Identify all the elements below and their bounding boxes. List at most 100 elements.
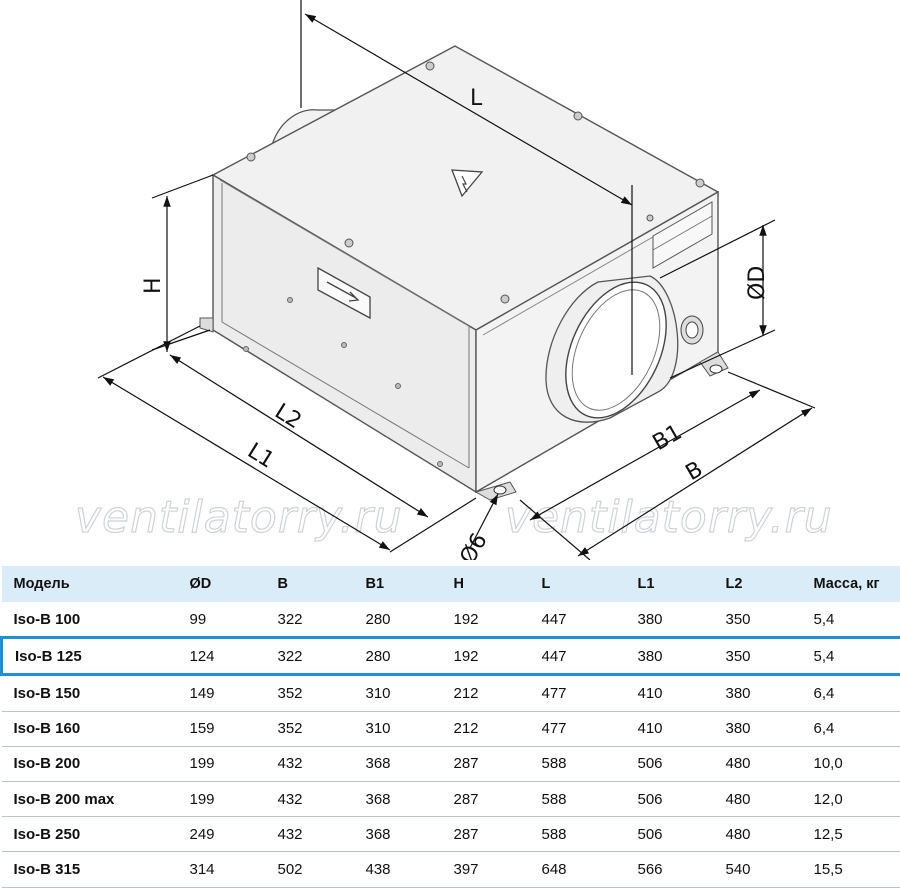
table-cell: 310 [354, 711, 442, 746]
table-cell: 350 [714, 638, 802, 675]
col-header-l2: L2 [714, 566, 802, 602]
spec-table: Модель ØD B B1 H L L1 L2 Масса, кг Iso-B… [0, 566, 900, 888]
cell-model: Iso-B 100 [2, 602, 178, 638]
table-cell: 249 [178, 817, 266, 852]
table-cell: 352 [266, 675, 354, 711]
table-cell: 322 [266, 638, 354, 675]
table-cell: 350 [714, 602, 802, 638]
table-cell: 588 [530, 746, 626, 781]
col-header-l1: L1 [626, 566, 714, 602]
table-cell: 12,5 [802, 817, 900, 852]
table-cell: 280 [354, 638, 442, 675]
table-cell: 506 [626, 781, 714, 816]
cell-model: Iso-B 200 [2, 746, 178, 781]
table-cell: 380 [626, 602, 714, 638]
table-cell: 199 [178, 781, 266, 816]
table-cell: 10,0 [802, 746, 900, 781]
table-cell: 5,4 [802, 602, 900, 638]
table-cell: 432 [266, 817, 354, 852]
table-cell: 588 [530, 781, 626, 816]
table-cell: 6,4 [802, 711, 900, 746]
cell-model: Iso-B 315 [2, 852, 178, 887]
table-cell: 192 [442, 602, 530, 638]
table-cell: 506 [626, 746, 714, 781]
watermark-right: ventilatorry.ru [505, 492, 833, 543]
dim-label-B1: B1 [649, 420, 687, 456]
table-cell: 124 [178, 638, 266, 675]
table-cell: 159 [178, 711, 266, 746]
table-cell: 368 [354, 781, 442, 816]
table-cell: 380 [714, 675, 802, 711]
table-cell: 410 [626, 675, 714, 711]
dim-label-L1: L1 [243, 438, 279, 473]
table-cell: 322 [266, 602, 354, 638]
cell-model: Iso-B 125 [2, 638, 178, 675]
table-cell: 352 [266, 711, 354, 746]
table-cell: 310 [354, 675, 442, 711]
table-cell: 502 [266, 852, 354, 887]
col-header-model: Модель [2, 566, 178, 602]
table-cell: 506 [626, 817, 714, 852]
table-cell: 287 [442, 746, 530, 781]
table-cell: 648 [530, 852, 626, 887]
table-cell: 480 [714, 746, 802, 781]
dim-label-B: B [682, 457, 708, 486]
table-cell: 368 [354, 817, 442, 852]
fan-box-drawing: ventilatorry.ru ventilatorry.ru [0, 0, 900, 560]
dim-label-D: ØD [745, 266, 770, 300]
cable-gland [681, 316, 703, 344]
table-cell: 447 [530, 602, 626, 638]
table-cell: 540 [714, 852, 802, 887]
table-cell: 566 [626, 852, 714, 887]
table-cell: 280 [354, 602, 442, 638]
table-cell: 477 [530, 711, 626, 746]
col-header-b: B [266, 566, 354, 602]
table-cell: 6,4 [802, 675, 900, 711]
table-cell: 447 [530, 638, 626, 675]
cell-model: Iso-B 150 [2, 675, 178, 711]
watermark-left: ventilatorry.ru [75, 492, 403, 543]
col-header-d: ØD [178, 566, 266, 602]
table-cell: 368 [354, 746, 442, 781]
mounting-foot-left [200, 318, 213, 332]
table-cell: 5,4 [802, 638, 900, 675]
table-cell: 438 [354, 852, 442, 887]
table-cell: 380 [626, 638, 714, 675]
table-cell: 314 [178, 852, 266, 887]
table-cell: 212 [442, 675, 530, 711]
col-header-h: H [442, 566, 530, 602]
table-cell: 199 [178, 746, 266, 781]
cell-model: Iso-B 200 max [2, 781, 178, 816]
technical-drawing: ventilatorry.ru ventilatorry.ru [0, 0, 900, 560]
dim-label-H: H [141, 277, 166, 294]
dim-label-L: L [470, 86, 483, 111]
table-cell: 212 [442, 711, 530, 746]
table-header-row: Модель ØD B B1 H L L1 L2 Масса, кг [2, 566, 900, 602]
table-cell: 480 [714, 781, 802, 816]
table-cell: 480 [714, 817, 802, 852]
col-header-l: L [530, 566, 626, 602]
table-cell: 15,5 [802, 852, 900, 887]
table-cell: 287 [442, 781, 530, 816]
table-cell: 432 [266, 781, 354, 816]
table-cell: 588 [530, 817, 626, 852]
dim-label-L2: L2 [270, 399, 306, 434]
cell-model: Iso-B 160 [2, 711, 178, 746]
table-cell: 410 [626, 711, 714, 746]
table-cell: 99 [178, 602, 266, 638]
table-cell: 397 [442, 852, 530, 887]
col-header-mass: Масса, кг [802, 566, 900, 602]
table-cell: 12,0 [802, 781, 900, 816]
table-cell: 192 [442, 638, 530, 675]
table-cell: 287 [442, 817, 530, 852]
table-cell: 149 [178, 675, 266, 711]
